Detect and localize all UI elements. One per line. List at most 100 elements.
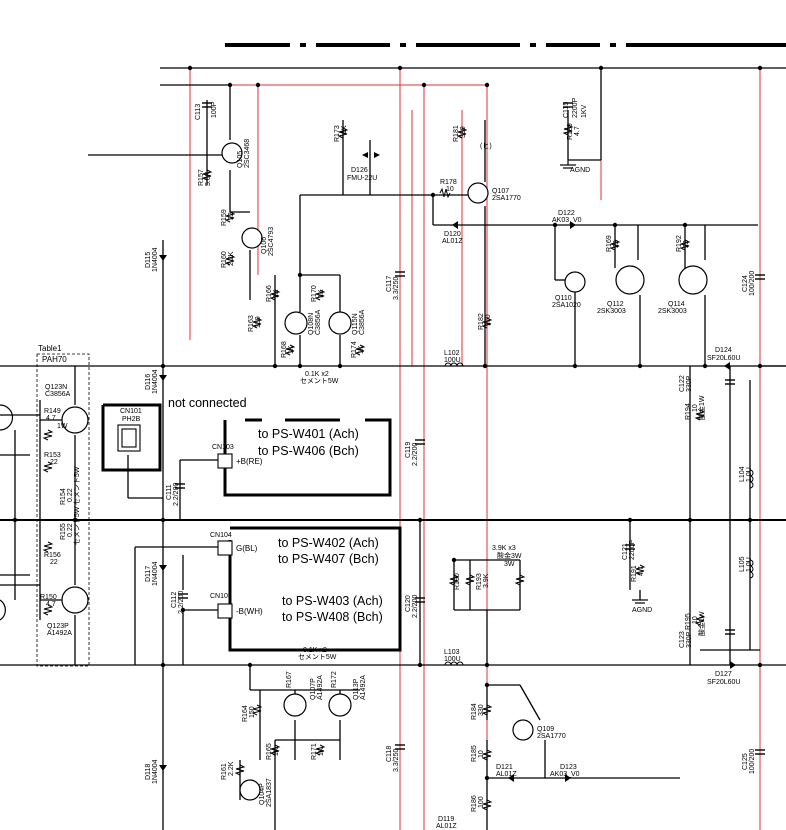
r170-label: R170	[311, 285, 318, 302]
c113-value: 100P	[211, 101, 218, 118]
d122-value: AK03_V0	[552, 217, 582, 224]
r194-label: R194	[685, 403, 692, 420]
q104p-part: 2SA1837	[266, 778, 273, 807]
c112-value: 2.2/200	[178, 591, 185, 614]
cn101-label: CN101	[120, 408, 142, 415]
c112-label: C112	[171, 592, 178, 608]
to-w408-label: to PS-W408 (Bch)	[282, 610, 383, 624]
r163-label: R163	[248, 315, 255, 332]
c111-value: 2.2/200	[173, 483, 180, 506]
transistor-labels: Q105 2SC3468 Q106 2SC4793 Q107 2SA1770 Q…	[45, 139, 687, 807]
r184-label: R184	[471, 703, 478, 720]
d118-value: 1N4004	[152, 759, 159, 784]
q112-part: 2SK3003	[597, 308, 626, 315]
d120-value: AL01Z	[442, 238, 463, 245]
r164-label: R164	[242, 705, 249, 722]
q105-label: Q105	[237, 151, 244, 168]
d117-label: D117	[145, 566, 152, 582]
c121-label: C121	[622, 543, 629, 560]
r163-value: 150	[255, 316, 262, 328]
resistor-symbols	[42, 124, 706, 811]
r194-value: 10	[692, 404, 699, 412]
c122-label: C122	[679, 375, 686, 392]
r181-value: 330	[460, 126, 467, 138]
r154-label: R154	[60, 488, 67, 505]
capacitor-labels: C113 100P C115 2200P C117 3.3/250 C124 1…	[166, 97, 756, 774]
q112-label: Q112	[607, 301, 624, 308]
r189-label: R189	[567, 123, 574, 140]
d127-value: SF20L60U	[707, 679, 740, 686]
c123-value: 330P	[686, 631, 693, 648]
d121-label: D121	[496, 764, 513, 771]
r169-label: R169	[606, 235, 613, 252]
r168-value: 1K	[288, 345, 295, 354]
c124-label: C124	[742, 275, 749, 292]
c120-value: 2.2/200	[412, 595, 419, 618]
r156-label: R156	[44, 552, 61, 559]
q107p-label: Q107P	[310, 678, 317, 700]
q107-label: Q107	[492, 188, 509, 195]
r153-label: R153	[44, 452, 61, 459]
l105-value: 1.0U	[746, 557, 753, 572]
d119-label: D119	[438, 816, 454, 823]
c121-value: 2200P	[629, 539, 636, 560]
cn104-label: CN104	[210, 532, 232, 539]
r181-label: R181	[453, 125, 460, 142]
fuse-mark: (ヒ)	[480, 142, 492, 150]
c125-value: 100/200	[749, 749, 756, 774]
r150-label: R150	[40, 594, 57, 601]
d121-value: AL01Z	[496, 771, 517, 778]
r173-label: R173	[334, 125, 341, 142]
r172-label: R172	[331, 671, 338, 688]
r156-value: 22	[50, 559, 58, 566]
d123-label: D123	[560, 764, 577, 771]
r192-label: R192	[676, 235, 683, 252]
r191-value: 4.7	[638, 566, 645, 576]
q114-label: Q114	[668, 301, 685, 308]
q107p-part: A1492A	[317, 675, 324, 700]
r171-value: 1K	[318, 747, 325, 756]
q113p-label: Q113P	[353, 678, 360, 700]
cement-x2-label-2: 0.1K x2	[303, 647, 327, 654]
r184-value: 330	[478, 704, 485, 716]
r157-value: 5.6K	[205, 171, 212, 186]
r149-label: R149	[44, 408, 61, 415]
l102-value: 100U	[444, 357, 461, 364]
not-connected-note: not connected	[168, 396, 247, 410]
r178-value: 10	[446, 186, 454, 193]
q123p-label: Q123P	[47, 623, 69, 630]
r182-label: R182	[478, 313, 485, 330]
q114-part: 2SK3003	[658, 308, 687, 315]
r195-value: 10	[692, 616, 699, 624]
q109-label: Q109	[537, 726, 554, 733]
r193-value: 3.9K	[483, 573, 490, 588]
cn105-label: CN105	[210, 593, 232, 600]
l104-label: L104	[739, 466, 746, 482]
diode-labels: D115 1N4004 D116 1N4004 D117 1N4004 D118…	[145, 167, 740, 830]
d119-value: AL01Z	[436, 823, 457, 830]
w3-label: 3W	[504, 561, 515, 568]
r171-label: R171	[311, 743, 318, 760]
coil-labels: L102 100U L103 100U L104 1.0U L105 1.0U	[444, 350, 753, 663]
r190-label: R190	[454, 573, 461, 590]
d116-label: D116	[145, 374, 152, 390]
r160-value: 2.2K	[228, 251, 235, 266]
r186-value: 100	[478, 796, 485, 808]
r169-value: 22	[613, 240, 620, 248]
q107-part: 2SA1770	[492, 195, 521, 202]
q105-part: 2SC3468	[244, 139, 251, 168]
d115-label: D115	[145, 252, 152, 268]
r166-label: R166	[266, 285, 273, 302]
r190-type-label: 酸金3W	[497, 551, 522, 560]
r167-label: R167	[286, 671, 293, 688]
r159-label: R159	[221, 209, 228, 226]
q110-label: Q110	[555, 295, 572, 302]
c124-value: 100/200	[749, 271, 756, 296]
l103-value: 100U	[444, 656, 461, 663]
transistor-bodies	[0, 142, 708, 801]
cn103-pin: +B(RE)	[236, 457, 263, 466]
r190-x3-label: 3.9K x3	[492, 545, 516, 552]
r155-label: R155	[60, 523, 67, 540]
agnd-label: AGND	[570, 167, 590, 174]
